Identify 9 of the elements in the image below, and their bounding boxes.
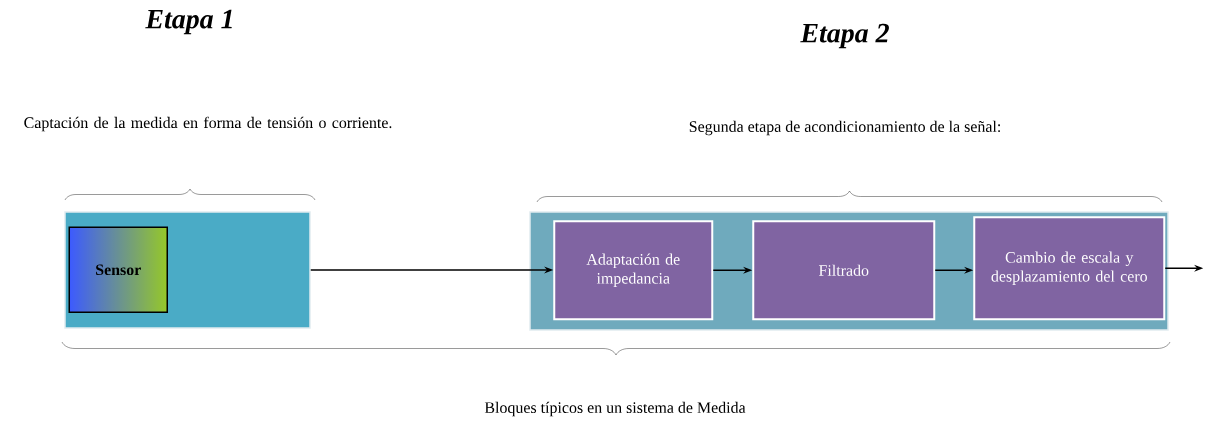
stage-heading: Etapa 1 (145, 9, 232, 35)
sensor-box: Sensor (68, 226, 168, 313)
process-box: Adaptación de impedancia (553, 220, 714, 321)
process-box: Cambio de escala y desplazamiento del cero (973, 216, 1166, 321)
description-text: Segunda etapa de acondicionamiento de la señal: (689, 120, 1000, 136)
caption-text: Bloques típicos en un sistema de Medida (484, 401, 746, 417)
description-text: Captación de la medida en forma de tensión o corriente. (24, 116, 392, 132)
process-box: Filtrado (752, 220, 936, 321)
stage-heading: Etapa 2 (800, 23, 889, 49)
